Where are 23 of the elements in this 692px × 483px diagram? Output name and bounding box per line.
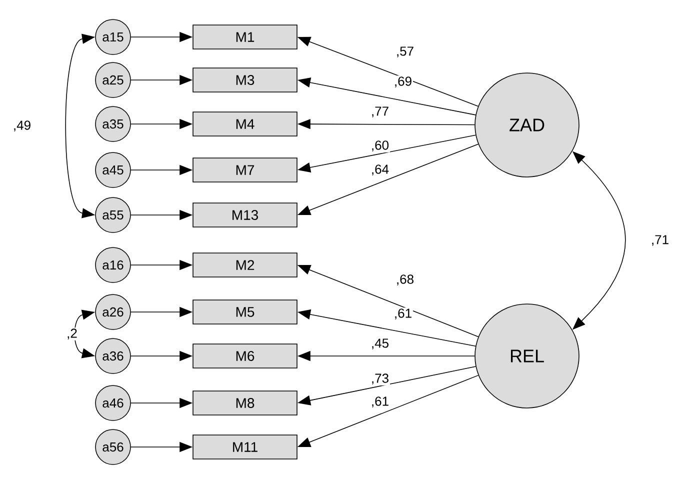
edge-label: ,49: [12, 120, 32, 132]
edge-label: ,71: [650, 234, 670, 247]
indicator-box: M8: [192, 390, 298, 416]
indicator-box: M5: [192, 300, 298, 324]
edge-label: ,45: [370, 338, 390, 350]
edge-label: ,69: [392, 76, 414, 88]
edge-label: ,77: [370, 106, 390, 118]
edge-label: ,60: [370, 140, 390, 152]
indicator-box: M1: [192, 24, 298, 50]
indicator-box: M7: [192, 158, 298, 182]
indicator-box: M13: [192, 202, 298, 228]
edge-label: ,61: [370, 396, 390, 408]
edge-label: ,61: [392, 308, 414, 320]
edge-label: ,64: [370, 164, 390, 176]
edge-label: ,2: [66, 328, 78, 340]
indicator-box: M4: [192, 112, 298, 136]
indicator-box: M11: [192, 434, 298, 460]
indicator-box: M3: [192, 68, 298, 92]
edge-label: ,57: [394, 46, 416, 58]
indicator-box: M6: [192, 344, 298, 368]
edge-label: ,73: [370, 372, 390, 386]
edge-label: ,68: [394, 274, 416, 286]
indicator-box: M2: [192, 252, 298, 278]
